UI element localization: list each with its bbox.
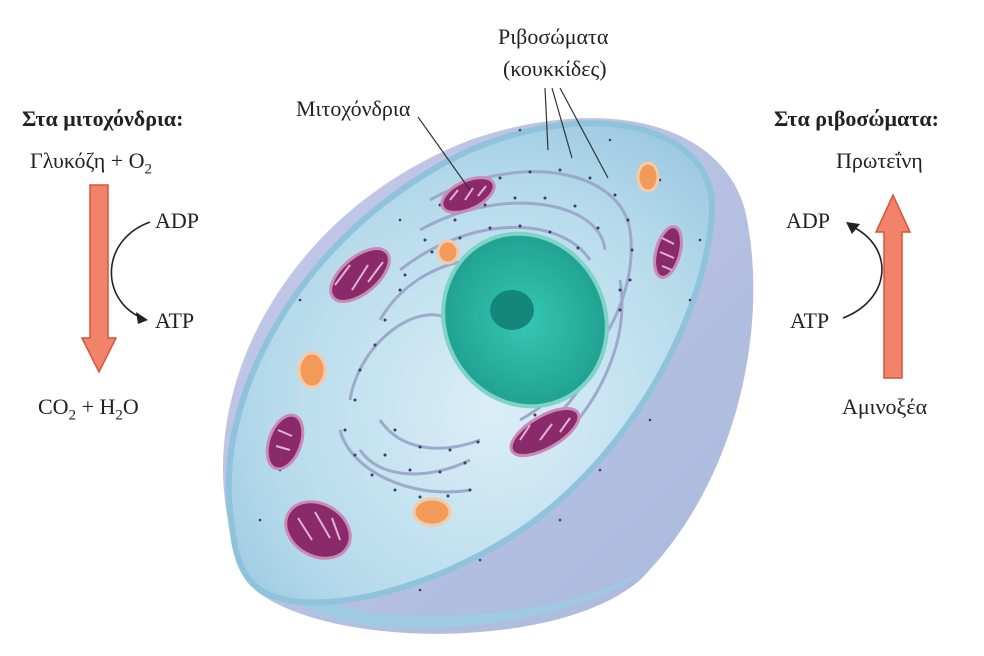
- ribosome-dots: [258, 128, 702, 592]
- right-heading: Στα ριβοσώματα:: [774, 106, 939, 131]
- label-ribosomes-note: (κουκκίδες): [503, 56, 607, 81]
- nucleolus: [490, 290, 534, 330]
- vesicle-2: [436, 239, 460, 265]
- vesicle-1: [636, 161, 660, 193]
- left-atp-label: ATP: [155, 308, 195, 333]
- vesicle-4: [412, 497, 452, 527]
- left-product-o: O: [122, 394, 139, 419]
- right-product: Πρωτεΐνη: [836, 148, 923, 173]
- mitochondrion-4: [265, 413, 305, 471]
- left-product: CO2 + H2O: [38, 396, 139, 423]
- ribosome-leader-2: [551, 87, 573, 159]
- left-reactant-sub: 2: [144, 161, 153, 178]
- label-mitochondria: Μιτοχόνδρια: [296, 96, 411, 121]
- right-reactant: Αμινοξέα: [842, 394, 928, 419]
- ribosome-leader-1: [544, 87, 549, 151]
- left-adp-label: ADP: [155, 208, 200, 233]
- mitochondrion-2: [329, 247, 391, 303]
- mitochondria-leader: [417, 116, 471, 191]
- left-reactant-text: Γλυκόζη + O: [30, 148, 145, 173]
- mitochondria-cristae: [275, 185, 675, 541]
- left-product-h-sub: 2: [115, 407, 123, 424]
- mitochondrion-3: [653, 225, 683, 279]
- left-heading: Στα μιτοχόνδρια:: [22, 106, 184, 131]
- left-reactant: Γλυκόζη + O2: [30, 150, 152, 177]
- vesicles: [297, 161, 660, 527]
- left-product-h: + H: [76, 394, 116, 419]
- right-adp-label: ADP: [786, 208, 831, 233]
- left-product-co-sub: 2: [68, 407, 77, 424]
- label-ribosomes: Ριβοσώματα: [498, 24, 609, 49]
- left-product-co: CO: [38, 394, 69, 419]
- right-atp-label: ATP: [790, 308, 830, 333]
- mitochondrion-6: [284, 500, 352, 560]
- ribosome-leader-3: [559, 87, 609, 179]
- vesicle-3: [297, 351, 327, 389]
